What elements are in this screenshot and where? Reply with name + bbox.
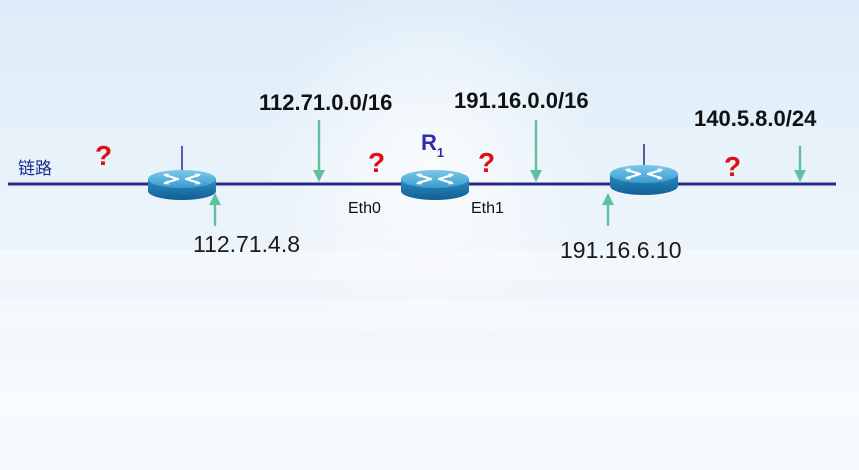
link-label: 链路 — [18, 159, 52, 178]
router-icon — [146, 168, 218, 202]
router-label: R1 — [421, 130, 445, 161]
question-mark: ? — [95, 140, 113, 171]
down-arrow-icon — [530, 120, 542, 182]
interface-label-eth1: Eth1 — [471, 200, 504, 217]
network-label-middle: 191.16.0.0/16 — [454, 88, 589, 113]
router-subscript: 1 — [436, 145, 445, 161]
up-arrow-icon — [602, 193, 614, 226]
network-label-right: 140.5.8.0/24 — [694, 106, 817, 131]
router-icon — [608, 163, 680, 197]
background-band — [0, 250, 859, 280]
network-label-left: 112.71.0.0/16 — [259, 90, 393, 115]
down-arrow-icon — [794, 146, 806, 182]
router-name: R — [421, 130, 437, 155]
address-label-left: 112.71.4.8 — [193, 231, 301, 257]
router-icon — [399, 168, 471, 202]
background-glow-bottom — [0, 320, 859, 470]
question-mark: ? — [724, 151, 742, 182]
address-label-right: 191.16.6.10 — [560, 237, 682, 263]
down-arrow-icon — [313, 120, 325, 182]
question-mark: ? — [368, 147, 386, 178]
up-arrow-icon — [209, 193, 221, 226]
question-mark: ? — [478, 147, 496, 178]
interface-label-eth0: Eth0 — [348, 200, 381, 217]
